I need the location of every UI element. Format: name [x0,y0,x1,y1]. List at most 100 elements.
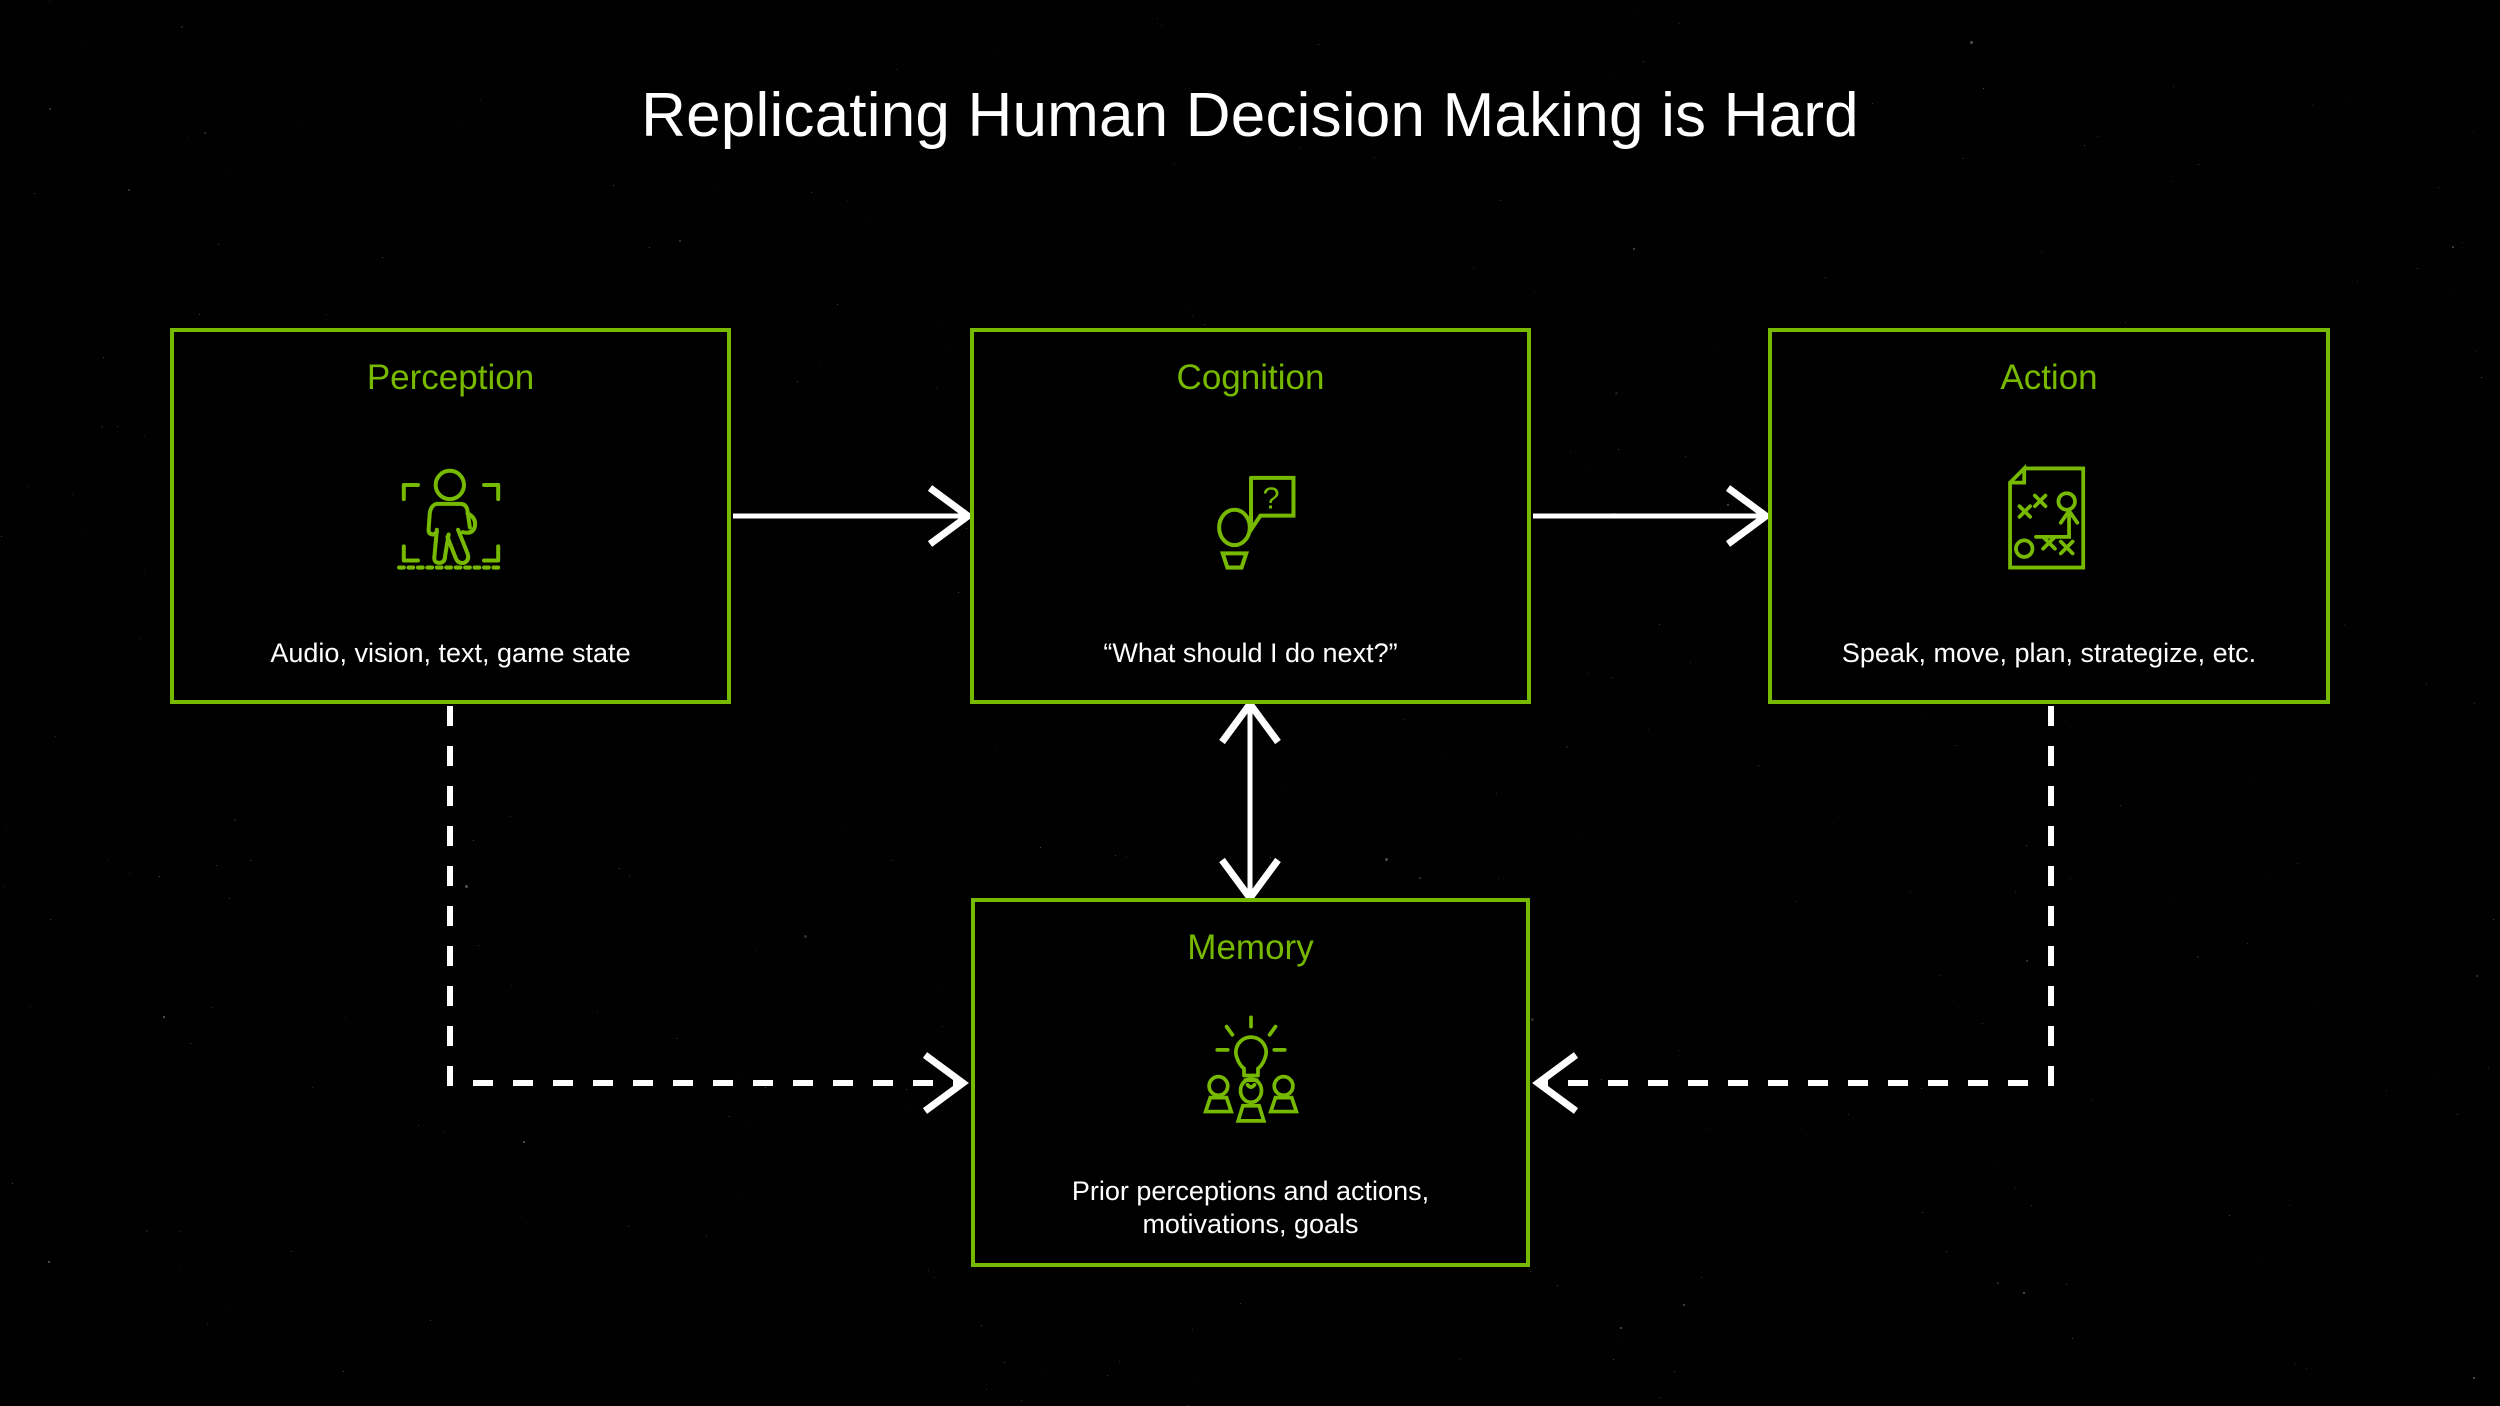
star-dot [2026,845,2028,847]
node-action[interactable]: Action Spea [1768,328,2330,704]
star-dot [2071,1337,2073,1339]
star-dot [144,570,146,572]
star-dot [966,528,967,530]
star-dot [1402,718,1404,720]
star-dot [891,860,893,862]
star-dot [2438,1077,2440,1079]
star-dot [1636,14,1638,16]
node-cognition[interactable]: Cognition ? “What should I do next?” [970,328,1531,704]
star-dot [1613,1359,1615,1361]
star-dot [345,1016,347,1018]
node-memory[interactable]: Memory [971,898,1530,1267]
star-dot [837,304,839,306]
star-dot [1534,291,1536,293]
star-dot [936,387,938,389]
star-dot [1956,744,1958,746]
star-dot [756,950,758,952]
star-dot [1190,307,1192,309]
star-dot [2022,1291,2025,1294]
star-dot [249,860,251,862]
star-dot [1556,1284,1558,1286]
star-dot [1530,1270,1532,1272]
star-dot [1616,1336,1618,1338]
star-dot [1909,891,1911,893]
star-dot [896,68,898,70]
star-dot [1963,157,1965,159]
star-dot [705,1236,707,1238]
star-dot [1613,513,1617,517]
star-dot [343,1370,345,1372]
star-dot [2069,878,2071,880]
star-dot [198,313,200,315]
star-dot [676,1038,678,1040]
star-dot [227,1306,229,1308]
star-dot [49,1,51,3]
star-dot [2295,1362,2297,1364]
star-dot [1659,1397,1661,1399]
star-dot [628,1225,630,1227]
star-dot [1566,746,1569,749]
star-dot [819,363,821,365]
node-perception-title: Perception [366,358,535,397]
star-dot [1701,1276,1703,1278]
star-dot [116,425,118,427]
star-dot [1825,276,1827,278]
star-dot [291,1251,293,1253]
star-dot [48,1260,51,1263]
star-dot [511,984,513,986]
star-dot [1577,837,1579,839]
star-dot [2267,872,2269,874]
star-dot [2456,1113,2458,1115]
star-dot [217,243,219,245]
star-dot [2449,292,2451,294]
star-dot [1993,1164,1995,1166]
star-dot [472,839,474,841]
node-action-caption: Speak, move, plan, strategize, etc. [1841,638,2257,669]
star-dot [442,1130,444,1132]
star-dot [527,1223,529,1225]
star-dot [2197,163,2199,165]
star-dot [228,897,230,899]
star-dot [2196,956,2199,959]
star-dot [509,816,511,818]
star-dot [941,1025,943,1027]
star-dot [948,345,950,347]
star-dot [1690,661,1692,663]
star-dot [1612,676,1614,678]
star-dot [1500,199,1502,201]
star-dot [1801,1128,1803,1130]
star-dot [2386,1090,2388,1092]
star-dot [2014,1187,2016,1189]
star-dot [230,175,232,177]
star-dot [985,1388,987,1390]
star-dot [995,744,997,746]
star-dot [991,48,993,50]
question-mark-glyph: ? [1262,481,1279,515]
star-dot [933,1276,935,1278]
star-dot [2416,267,2418,269]
star-dot [1648,728,1650,730]
arrow-cognition-to-action [1533,485,1772,547]
star-dot [729,1115,731,1117]
star-dot [847,199,849,201]
star-dot [1925,716,1927,718]
star-dot [429,1320,431,1322]
star-dot [1039,847,1041,849]
star-dot [1673,1371,1675,1373]
node-perception[interactable]: Perception Audio, v [170,328,731,704]
star-dot [1713,345,1715,347]
star-dot [1046,1370,1048,1372]
star-dot [2259,1259,2261,1261]
star-dot [2488,1067,2490,1069]
star-dot [2461,241,2463,243]
star-dot [1419,877,1422,880]
star-dot [2025,959,2028,962]
star-dot [101,425,104,428]
star-dot [146,1230,149,1233]
star-dot [2452,245,2455,248]
star-dot [417,1124,419,1126]
star-dot [1473,266,1474,268]
star-dot [2172,898,2174,900]
person-with-question-speech-bubble-icon: ? [974,398,1527,637]
